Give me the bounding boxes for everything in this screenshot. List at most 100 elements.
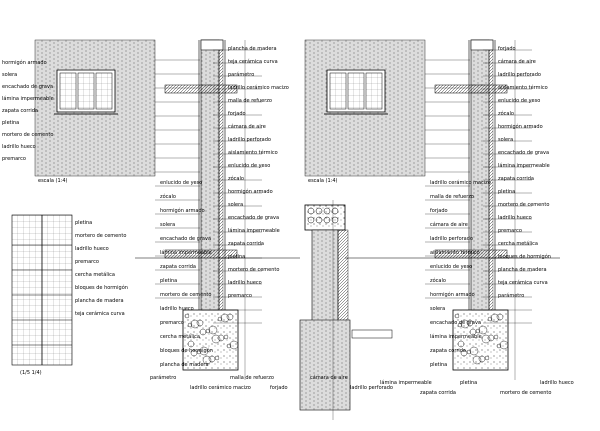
- annotation-label: hormigón armado: [430, 292, 475, 298]
- central-frame: [337, 229, 349, 331]
- annotation-label: ladrillo hueco: [160, 306, 194, 312]
- annotation-label: teja cerámica curva: [498, 280, 548, 286]
- annotation-label: parámetro: [498, 293, 525, 299]
- annotation-label: lámina impermeable: [498, 163, 550, 169]
- annotation-label: forjado: [228, 111, 246, 117]
- annotation-label: ladrillo perforado: [430, 236, 473, 242]
- annotation-label: cercha metálica: [75, 272, 115, 278]
- annotation-label: parámetro: [228, 72, 255, 78]
- dimension-note: (1/5 1/4): [20, 370, 42, 376]
- annotation-label: ladrillo cerámico macizo: [430, 180, 491, 186]
- lintel-aggregate: [315, 216, 323, 224]
- annotation-label: malla de refuerzo: [430, 194, 474, 200]
- left-aggregate: [217, 334, 225, 342]
- right-window-pane: [329, 72, 347, 110]
- right-cornice: [470, 39, 494, 51]
- right-aggregate: [469, 346, 479, 356]
- right-aggregate: [490, 313, 500, 323]
- annotation-label: cámara de aire: [498, 59, 536, 65]
- annotation-label: encachado de grava: [2, 84, 54, 90]
- right-aggregate: [481, 334, 491, 344]
- annotation-label: premarco: [160, 320, 184, 326]
- annotation-label: ladrillo hueco: [2, 144, 36, 150]
- left-window-pane: [59, 72, 77, 110]
- left-footing: [182, 309, 239, 371]
- annotation-label: bloques de hormigón: [160, 348, 213, 354]
- annotation-label: cercha metálica: [498, 241, 538, 247]
- left-aggregate: [229, 340, 239, 350]
- right-aggregate: [478, 355, 486, 363]
- annotation-label: encachado de grava: [498, 150, 550, 156]
- annotation-label: zócalo: [498, 111, 514, 117]
- left-aggregate: [190, 319, 200, 329]
- left-aggregate: [217, 316, 223, 322]
- annotation-label: aislamiento térmico: [430, 250, 480, 256]
- left-aggregate: [199, 328, 207, 336]
- annotation-label: lámina impermeable: [2, 96, 54, 102]
- annotation-label: forjado: [498, 46, 516, 52]
- lintel-aggregate: [315, 207, 323, 215]
- lintel-aggregate: [307, 207, 315, 215]
- right-aggregate: [496, 313, 504, 321]
- right-aggregate: [460, 349, 468, 357]
- annotation-label: forjado: [270, 385, 288, 391]
- right-aggregate: [487, 316, 493, 322]
- annotation-label: ladrillo perforado: [498, 72, 541, 78]
- scale-note: escala (1:4): [38, 178, 68, 184]
- annotation-label: mortero de cemento: [160, 292, 212, 298]
- scale-note: escala (1:4): [308, 178, 338, 184]
- annotation-label: bloques de hormigón: [498, 254, 551, 260]
- right-aggregate: [469, 328, 477, 336]
- annotation-label: mortero de cemento: [228, 267, 280, 273]
- annotation-label: ladrillo hueco: [228, 280, 262, 286]
- annotation-label: forjado: [430, 208, 448, 214]
- annotation-label: solera: [498, 137, 514, 143]
- left-insulation-layer: [218, 39, 224, 311]
- annotation-label: plancha de madera: [75, 298, 124, 304]
- right-aggregate: [457, 322, 463, 328]
- annotation-label: parámetro: [150, 375, 177, 381]
- right-aggregate: [478, 325, 488, 335]
- annotation-label: aislamiento térmico: [498, 85, 548, 91]
- annotation-label: premarco: [228, 293, 252, 299]
- annotation-label: pletina: [498, 189, 516, 195]
- left-aggregate: [226, 313, 234, 321]
- right-aggregate: [499, 340, 509, 350]
- left-aggregate: [187, 340, 195, 348]
- central-jamb-wall: [311, 229, 339, 331]
- lintel-aggregate: [323, 207, 331, 215]
- annotation-label: zapata corrida: [228, 241, 264, 247]
- annotation-label: cercha metálica: [160, 334, 200, 340]
- annotation-label: hormigón armado: [228, 189, 273, 195]
- annotation-label: enlucido de yeso: [228, 163, 271, 169]
- annotation-label: pletina: [430, 362, 448, 368]
- annotation-label: zapata corrida: [498, 176, 534, 182]
- annotation-label: lámina impermeable: [430, 334, 482, 340]
- annotation-label: ladrillo perforado: [350, 385, 393, 391]
- left-window-pane: [77, 72, 95, 110]
- central-base-wall: [299, 319, 351, 411]
- annotation-label: malla de refuerzo: [230, 375, 274, 381]
- right-aggregate: [496, 343, 502, 349]
- annotation-label: lámina impermeable: [380, 380, 432, 386]
- right-window-pane: [347, 72, 365, 110]
- right-footing: [452, 309, 509, 371]
- annotation-label: teja cerámica curva: [75, 311, 125, 317]
- annotation-label: encachado de grava: [160, 236, 212, 242]
- left-wall-column: [200, 39, 220, 311]
- annotation-label: ladrillo hueco: [498, 215, 532, 221]
- right-wall-column: [470, 39, 490, 311]
- annotation-label: pletina: [228, 254, 246, 260]
- lintel-aggregate: [323, 216, 331, 224]
- annotation-label: zapata corrida: [420, 390, 456, 396]
- annotation-label: pletina: [160, 278, 178, 284]
- left-aggregate: [199, 346, 209, 356]
- annotation-label: cámara de aire: [310, 375, 348, 381]
- annotation-label: enlucido de yeso: [160, 180, 203, 186]
- left-aggregate: [196, 319, 204, 327]
- annotation-label: enlucido de yeso: [430, 264, 473, 270]
- lintel-aggregate: [331, 207, 339, 215]
- annotation-label: malla de refuerzo: [228, 98, 272, 104]
- central-sill-plate: [351, 329, 393, 339]
